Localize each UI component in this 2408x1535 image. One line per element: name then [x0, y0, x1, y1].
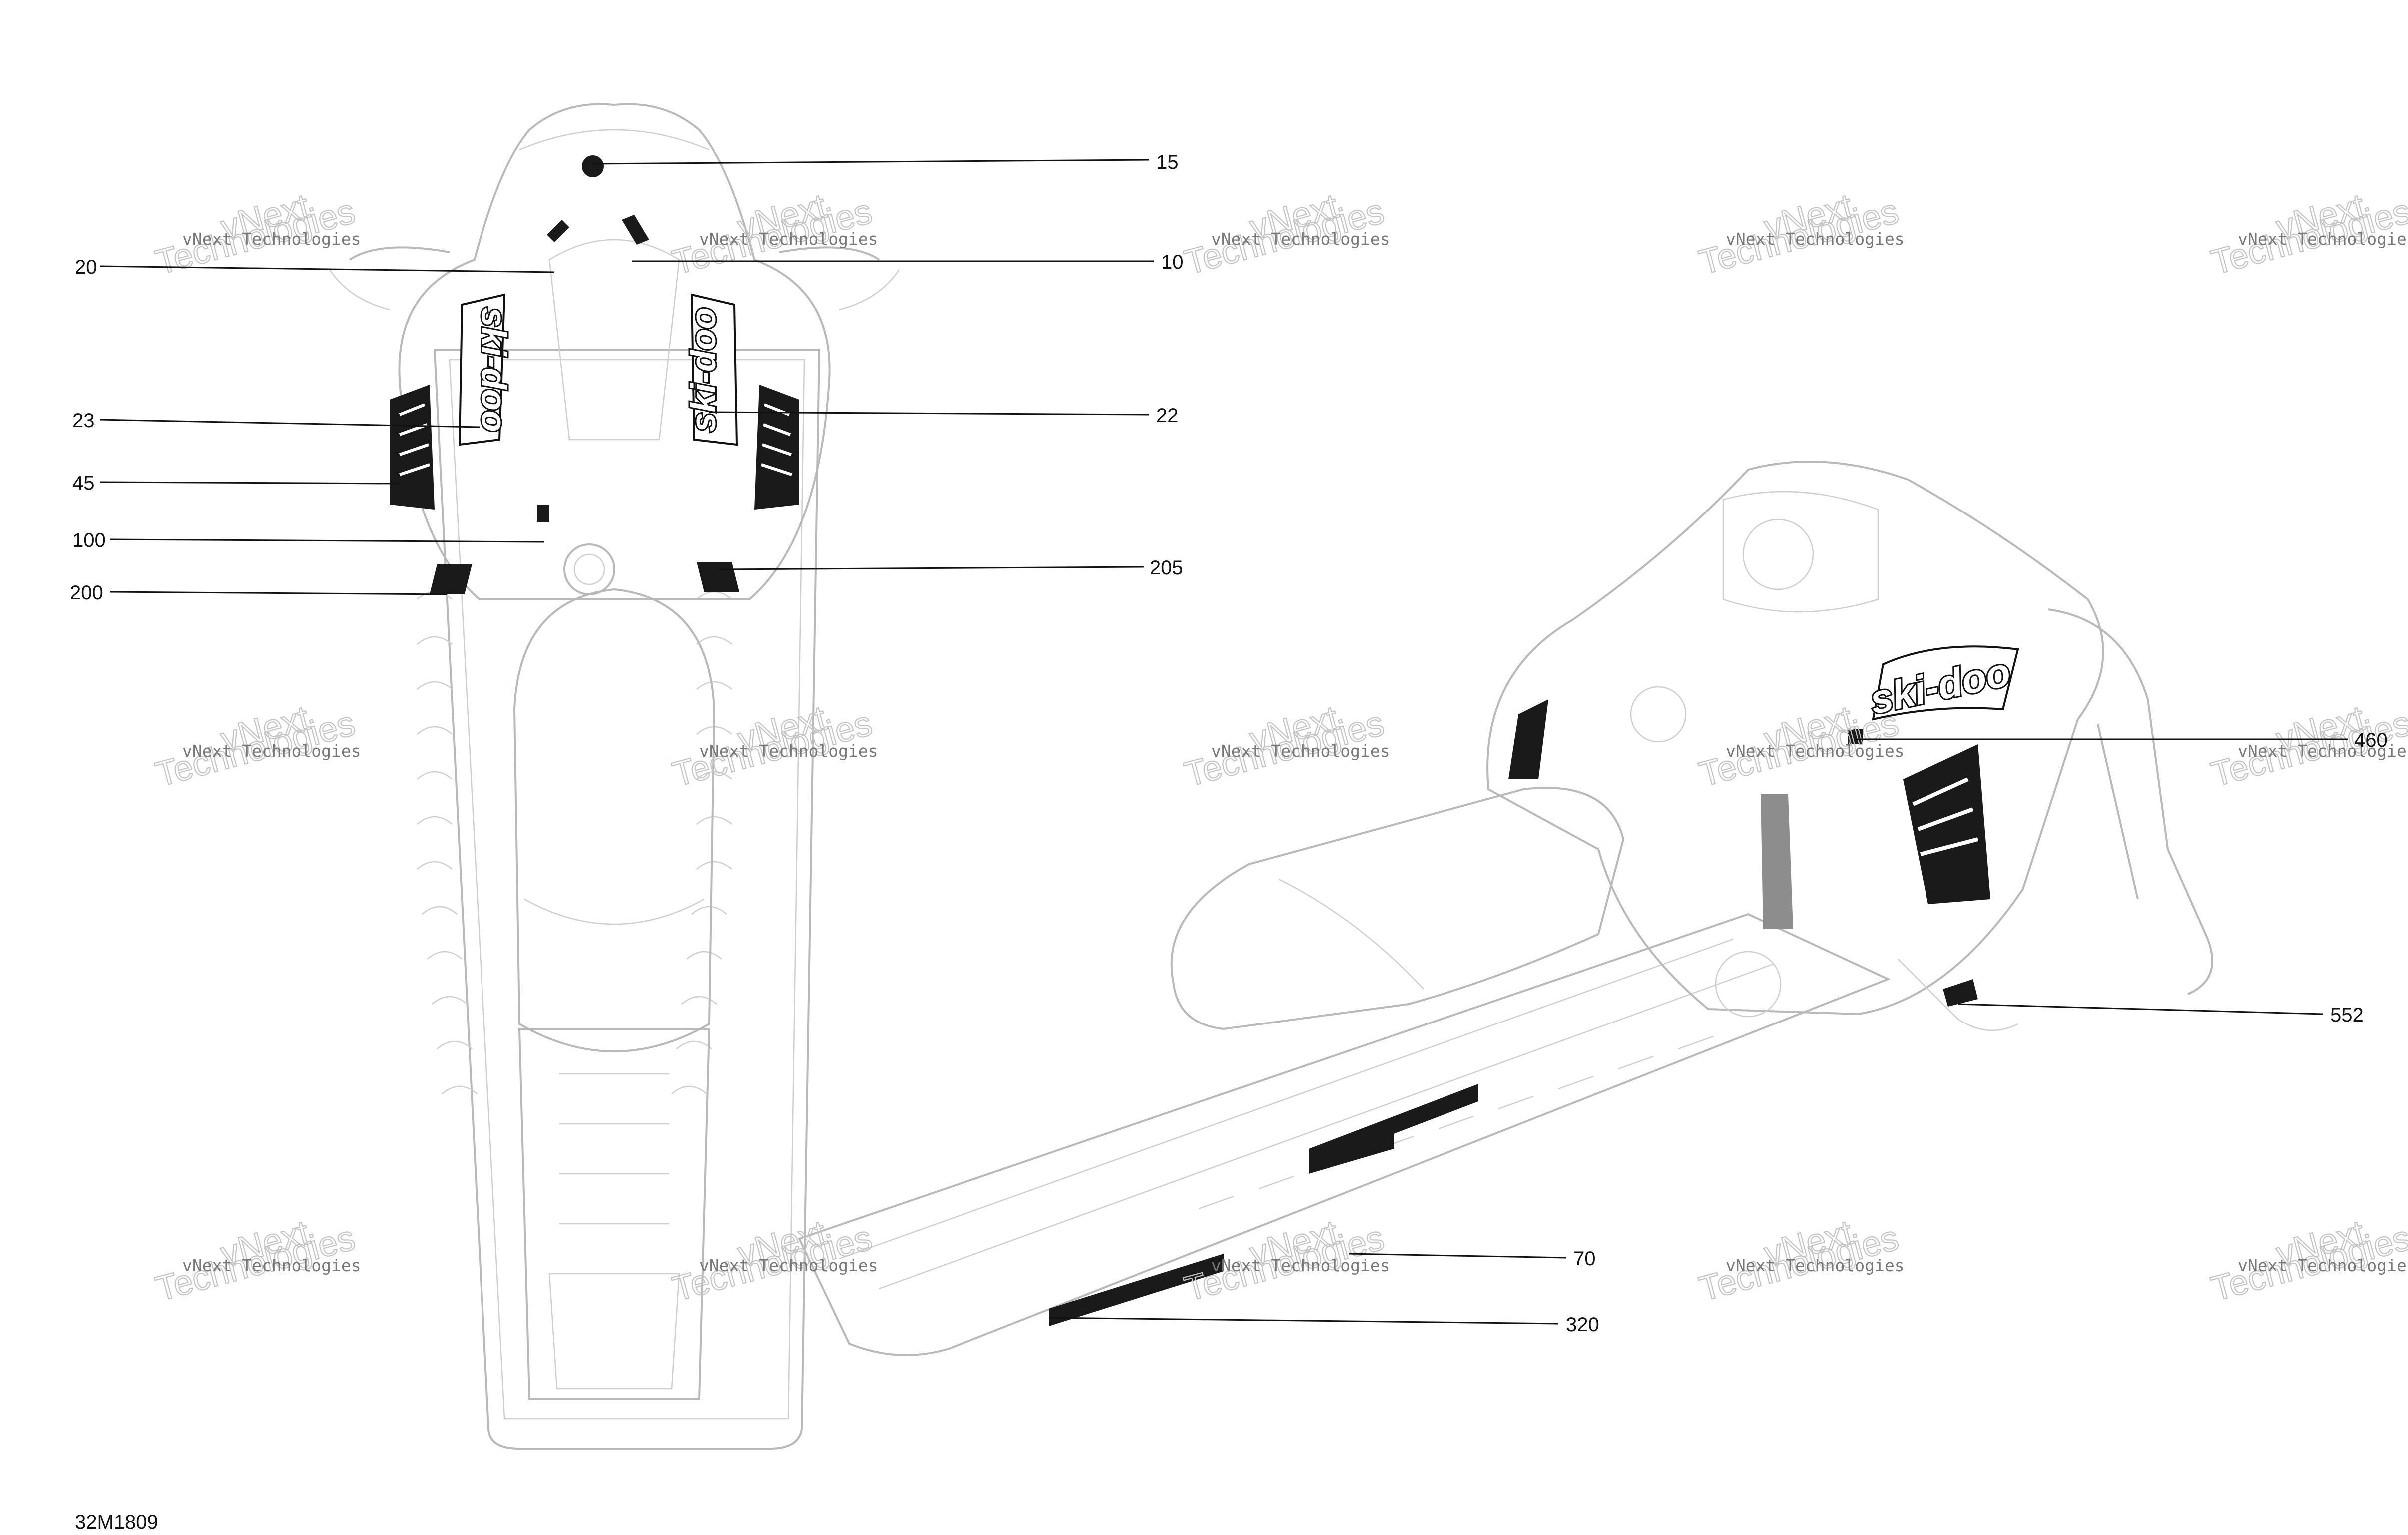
svg-text:15: 15 — [1156, 151, 1179, 173]
figure-code: 32M1809 — [75, 1511, 158, 1533]
callout-552[interactable]: 552 — [1957, 1003, 2364, 1026]
callout-70[interactable]: 70 — [1348, 1248, 1596, 1270]
svg-text:vNext Technologies: vNext Technologies — [1726, 1256, 1905, 1275]
decal-15 — [582, 155, 604, 177]
decal-22: ski-doo — [682, 293, 738, 446]
svg-text:ski-doo: ski-doo — [475, 308, 513, 432]
decal-side-graphic — [1903, 744, 1990, 904]
decal-552 — [1943, 979, 1978, 1007]
decal-200 — [430, 564, 472, 594]
svg-text:vNext Technologies: vNext Technologies — [2238, 1256, 2408, 1275]
svg-text:vNext Technologies: vNext Technologies — [2238, 229, 2408, 249]
watermark-r3-c2: vNext Technologies vNext Technologies — [668, 1212, 878, 1309]
svg-text:10: 10 — [1161, 251, 1184, 273]
callout-10[interactable]: 10 — [632, 251, 1184, 273]
svg-text:460: 460 — [2354, 729, 2388, 751]
decal-320 — [1049, 1254, 1224, 1326]
watermark-r1-c3: vNext Technologies vNext Technologies — [1180, 186, 1390, 283]
svg-text:vNext Technologies: vNext Technologies — [182, 1256, 361, 1275]
decal-460 — [1848, 729, 1863, 744]
callout-45[interactable]: 45 — [72, 472, 400, 494]
decal-205 — [697, 562, 739, 592]
watermark-r1-c4: vNext Technologies vNext Technologies — [1695, 186, 1905, 283]
watermark-r3-c1: vNext Technologies vNext Technologies — [151, 1212, 361, 1309]
callout-100[interactable]: 100 — [72, 529, 545, 551]
callout-205[interactable]: 205 — [719, 557, 1183, 579]
callout-320[interactable]: 320 — [1048, 1314, 1599, 1336]
svg-text:vNext Technologies: vNext Technologies — [1211, 229, 1390, 249]
svg-text:205: 205 — [1150, 557, 1183, 579]
svg-text:vNext Technologies: vNext Technologies — [1211, 1256, 1390, 1275]
svg-text:200: 200 — [70, 582, 103, 604]
decal-front-side — [1508, 699, 1548, 779]
callout-460[interactable]: 460 — [1856, 729, 2388, 751]
svg-text:70: 70 — [1573, 1248, 1596, 1270]
decal-45 — [390, 385, 799, 510]
decal-70 — [1309, 1134, 1394, 1174]
callout-200[interactable]: 200 — [70, 582, 448, 604]
watermark-r3-c5: vNext Technologies vNext Technologies — [2207, 1212, 2408, 1309]
watermark-r3-c4: vNext Technologies vNext Technologies — [1695, 1212, 1905, 1309]
watermark-r3-c3: vNext Technologies vNext Technologies — [1180, 1212, 1390, 1309]
perspective-view-snowmobile: ski-doo — [798, 461, 2213, 1356]
watermark-r1-c5: vNext Technologies vNext Technologies — [2207, 186, 2408, 283]
svg-text:vNext Technologies: vNext Technologies — [699, 1256, 878, 1275]
svg-text:vNext Technologies: vNext Technologies — [182, 741, 361, 761]
watermark-r2-c1: vNext Technologies vNext Technologies — [151, 698, 361, 795]
svg-text:vNext Technologies: vNext Technologies — [699, 229, 878, 249]
callout-22[interactable]: 22 — [709, 405, 1179, 427]
svg-text:20: 20 — [75, 256, 97, 278]
decal-side-strip — [1761, 794, 1793, 929]
watermark-r2-c2: vNext Technologies vNext Technologies — [668, 698, 878, 795]
callout-23[interactable]: 23 — [72, 410, 480, 432]
svg-text:vNext Technologies: vNext Technologies — [1211, 741, 1390, 761]
svg-text:vNext Technologies: vNext Technologies — [1726, 229, 1905, 249]
watermark-r2-c4: vNext Technologies vNext Technologies — [1695, 698, 1905, 795]
svg-text:22: 22 — [1156, 405, 1179, 427]
svg-text:320: 320 — [1566, 1314, 1599, 1336]
svg-text:552: 552 — [2330, 1004, 2364, 1026]
svg-text:vNext Technologies: vNext Technologies — [2238, 741, 2408, 761]
watermark-r2-c3: vNext Technologies vNext Technologies — [1180, 698, 1390, 795]
svg-text:45: 45 — [72, 472, 95, 494]
svg-text:23: 23 — [72, 410, 95, 432]
svg-text:vNext Technologies: vNext Technologies — [1726, 741, 1905, 761]
callouts: 15 20 10 23 22 45 100 205 — [70, 151, 2388, 1336]
svg-text:vNext Technologies: vNext Technologies — [182, 229, 361, 249]
svg-text:100: 100 — [72, 529, 106, 551]
svg-text:vNext Technologies: vNext Technologies — [699, 741, 878, 761]
top-view-snowmobile: ski-doo ski-doo — [329, 103, 900, 1450]
decal-23: ski-doo — [458, 293, 515, 446]
decal-20 — [547, 220, 569, 242]
callout-20[interactable]: 20 — [75, 256, 555, 278]
svg-text:ski-doo: ski-doo — [684, 308, 723, 432]
callout-15[interactable]: 15 — [592, 151, 1179, 173]
decal-100 — [537, 505, 549, 522]
decal-10 — [622, 215, 649, 245]
